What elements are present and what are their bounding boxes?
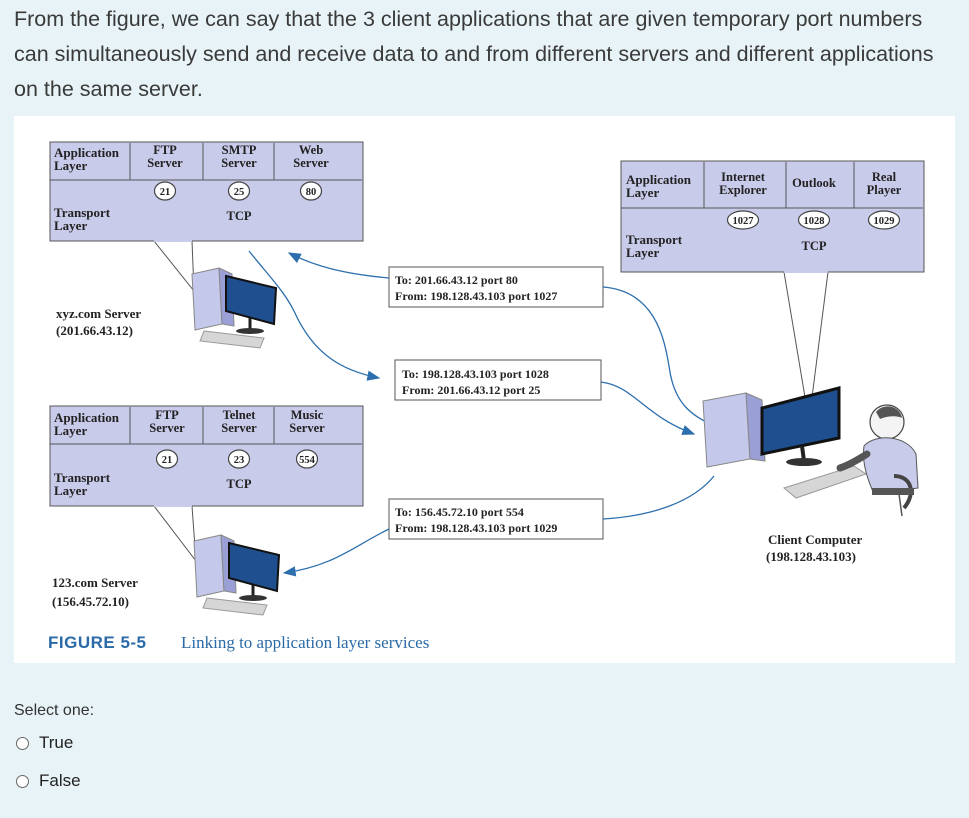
client-port-0-circle	[726, 210, 760, 230]
xyz-server-ip: (201.66.43.12)	[56, 323, 133, 338]
figure-caption-text: Linking to application layer services	[181, 633, 429, 652]
connection-lines	[248, 250, 715, 577]
xyz_server-port-0-label: 21	[160, 187, 171, 198]
client-app-2-name-line-1: Player	[867, 183, 902, 197]
s123_server-protocol-label: TCP	[227, 477, 252, 491]
s123_server-port-0-label: 21	[162, 455, 173, 466]
s123_server-app-0-name-line-1: Server	[149, 421, 185, 435]
s123_server-port-2-label: 554	[299, 455, 316, 466]
message-1-from: From: 198.128.43.103 port 1027	[395, 289, 557, 303]
xyz_server-port-2-label: 80	[306, 187, 317, 198]
s123_server-app-1-name-line-0: Telnet	[223, 408, 257, 422]
message-3-from: From: 198.128.43.103 port 1029	[395, 521, 557, 535]
xyz_server-port-1-circle	[227, 181, 251, 201]
figure-caption-number: FIGURE 5-5	[48, 633, 147, 652]
xyz_server-protocol-label: TCP	[227, 209, 252, 223]
arrow-msg3-to-123	[282, 528, 390, 577]
client-port-0-label: 1027	[733, 216, 754, 227]
message-2-from: From: 201.66.43.12 port 25	[402, 383, 540, 397]
client-port-1-circle	[797, 210, 831, 230]
xyz-server-computer-icon	[191, 267, 278, 349]
xyz_server-port-0-circle	[153, 181, 177, 201]
s123_server-port-2-circle	[295, 449, 319, 469]
xyz_server-app-2-name-line-1: Server	[293, 156, 329, 170]
client-app-2-name-line-0: Real	[872, 170, 897, 184]
client-app-1-name-line-0: Outlook	[792, 176, 836, 190]
xyz_server-app-0-name-line-0: FTP	[153, 143, 177, 157]
client-computer-icon	[702, 386, 868, 499]
client-ip: (198.128.43.103)	[766, 549, 856, 564]
client-app-0-name-line-1: Explorer	[719, 183, 767, 197]
line-client-to-msg3	[602, 475, 715, 520]
client-name: Client Computer	[768, 532, 862, 547]
client-port-2-label: 1029	[874, 216, 895, 227]
message-box-3: To: 156.45.72.10 port 554 From: 198.128.…	[388, 498, 604, 540]
message-3-to: To: 156.45.72.10 port 554	[395, 505, 524, 519]
xyz_server-port-1-label: 25	[234, 187, 245, 198]
arrow-msg1-to-xyz	[287, 252, 390, 279]
xyz_server-app-1-name-line-1: Server	[221, 156, 257, 170]
select-one-prompt: Select one:	[14, 702, 95, 719]
s123-server-ip: (156.45.72.10)	[52, 594, 129, 609]
message-2-to: To: 198.128.43.103 port 1028	[402, 367, 549, 381]
option-false[interactable]: False	[16, 771, 81, 791]
s123_server-port-1-circle	[227, 449, 251, 469]
s123_server-app-2-name-line-1: Server	[289, 421, 325, 435]
user-person-icon	[836, 404, 919, 517]
message-box-1: To: 201.66.43.12 port 80 From: 198.128.4…	[388, 266, 604, 308]
xyz_server-port-2-circle	[299, 181, 323, 201]
line-client-to-msg1	[602, 286, 715, 427]
radio-false[interactable]	[16, 774, 29, 788]
message-1-to: To: 201.66.43.12 port 80	[395, 273, 518, 287]
client-app-0-name-line-0: Internet	[721, 170, 766, 184]
client-port-1-label: 1028	[804, 216, 825, 227]
s123-server-computer-icon	[193, 534, 281, 616]
xyz-server-name: xyz.com Server	[56, 306, 141, 321]
xyz_server-app-2-name-line-0: Web	[299, 143, 323, 157]
s123_server-app-0-name-line-0: FTP	[155, 408, 179, 422]
s123_server-app-2-name-line-0: Music	[291, 408, 324, 422]
s123_server-app-1-name-line-1: Server	[221, 421, 257, 435]
client-protocol-label: TCP	[802, 239, 827, 253]
xyz_server-app-1-name-line-0: SMTP	[222, 143, 257, 157]
option-true[interactable]: True	[16, 733, 73, 753]
option-false-label: False	[39, 771, 81, 790]
message-box-2: To: 198.128.43.103 port 1028 From: 201.6…	[394, 359, 602, 401]
s123-server-name: 123.com Server	[52, 575, 138, 590]
arrow-xyz-to-msg2	[248, 250, 381, 381]
radio-true[interactable]	[16, 736, 29, 750]
s123_server-port-1-label: 23	[234, 455, 245, 466]
s123_server-port-0-circle	[155, 449, 179, 469]
arrow-msg2-to-client	[600, 381, 696, 435]
xyz_server-app-0-name-line-1: Server	[147, 156, 183, 170]
question-text: From the figure, we can say that the 3 c…	[14, 7, 934, 101]
client-port-2-circle	[867, 210, 901, 230]
option-true-label: True	[39, 733, 74, 752]
